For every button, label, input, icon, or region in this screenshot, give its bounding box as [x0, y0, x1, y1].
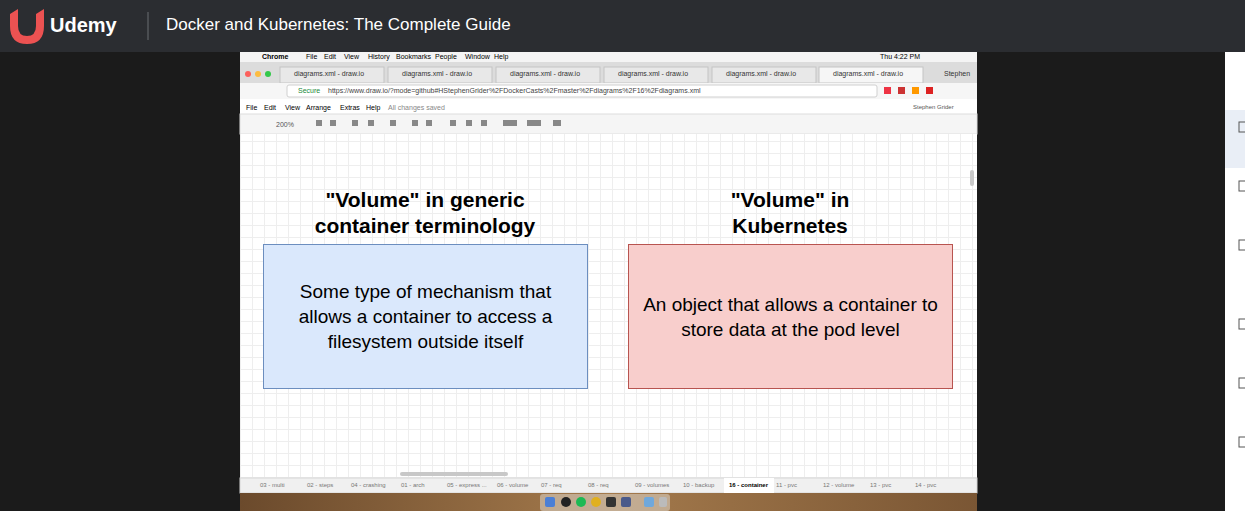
browser-tab: diagrams.xml - draw.io [510, 70, 580, 78]
menu-item: People [435, 53, 457, 61]
menu-item: File [306, 53, 317, 61]
page-tab: 07 - req [541, 482, 562, 489]
page-tab: 02 - steps [307, 482, 333, 489]
box-body-text: An object that allows a container to sto… [629, 245, 952, 388]
menu-item: Window [465, 53, 490, 61]
page-tab: 01 - arch [401, 482, 425, 489]
menu-item: Edit [324, 53, 336, 61]
user-name: Stephen Grider [913, 104, 954, 111]
page-tab: 13 - pvc [870, 482, 891, 489]
page-tab: 11 - pvc [776, 482, 797, 489]
page-tab: 06 - volume [497, 482, 528, 489]
page-tab: 03 - multi [260, 482, 285, 489]
page-tab-active: 16 - container [729, 482, 768, 489]
page-tab: 09 - volumes [635, 482, 669, 489]
app-menu-item: Edit [264, 104, 276, 112]
box-body-text: Some type of mechanism that allows a con… [264, 245, 587, 388]
app-menu-item: Help [366, 104, 380, 112]
page-tab: 05 - express ... [447, 482, 487, 489]
page-tab: 10 - backup [683, 482, 714, 489]
url: https://www.draw.io/?mode=github#HStephe… [328, 87, 701, 95]
page-tab: 12 - volume [823, 482, 854, 489]
browser-tab: diagrams.xml - draw.io [294, 70, 364, 78]
clock: Thu 4:22 PM [880, 53, 920, 61]
page-tab: 14 - pvc [915, 482, 936, 489]
menu-item: Chrome [262, 53, 288, 61]
browser-tab: diagrams.xml - draw.io [833, 70, 903, 78]
page-tab: 04 - crashing [351, 482, 386, 489]
menu-item: Help [494, 53, 508, 61]
volume-box: "Volume" in generic container terminolog… [263, 244, 588, 389]
brand-name: Udemy [50, 14, 117, 36]
menu-item: History [368, 53, 390, 61]
volume-box: "Volume" in KubernetesAn object that all… [628, 244, 953, 389]
browser-tab: diagrams.xml - draw.io [402, 70, 472, 78]
course-title: Docker and Kubernetes: The Complete Guid… [166, 16, 511, 35]
save-status: All changes saved [388, 104, 445, 112]
browser-tab: diagrams.xml - draw.io [618, 70, 688, 78]
box-heading: "Volume" in Kubernetes [692, 187, 888, 239]
zoom-level: 200% [276, 121, 294, 129]
menu-item: View [344, 53, 359, 61]
page-tab: 08 - req [588, 482, 609, 489]
box-heading: "Volume" in generic container terminolog… [294, 187, 556, 239]
app-menu-item: Extras [340, 104, 360, 112]
menu-item: Bookmarks [396, 53, 431, 61]
app-menu-item: View [285, 104, 300, 112]
profile-name: Stephen [944, 70, 970, 78]
app-menu-item: File [246, 104, 257, 112]
app-menu-item: Arrange [306, 104, 331, 112]
secure-label: Secure [298, 87, 320, 95]
browser-tab: diagrams.xml - draw.io [726, 70, 796, 78]
